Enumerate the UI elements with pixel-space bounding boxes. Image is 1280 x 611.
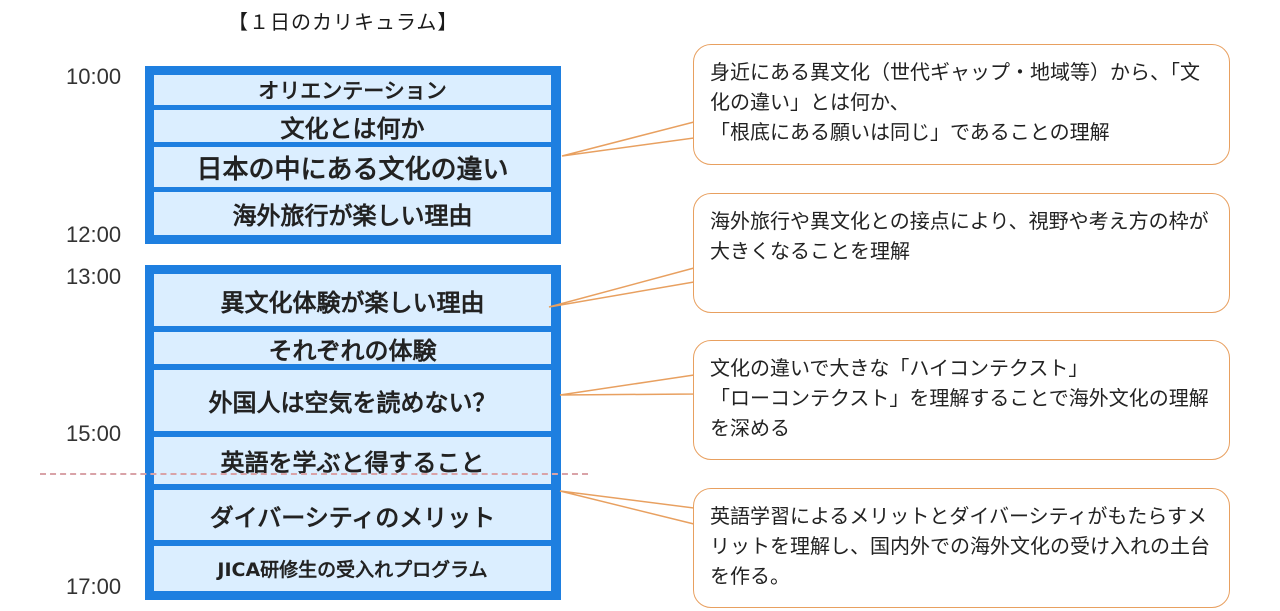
afternoon-session-block: 異文化体験が楽しい理由 それぞれの体験 外国人は空気を読めない？ 英語を学ぶと得…: [145, 265, 561, 600]
callout-cultural-difference: 身近にある異文化（世代ギャップ・地域等）から、「文化の違い」とは何か、 「根底に…: [693, 44, 1230, 165]
callout-broaden-perspective: 海外旅行や異文化との接点により、視野や考え方の枠が大きくなることを理解: [693, 193, 1230, 313]
session-orientation: オリエンテーション: [154, 75, 551, 105]
callout-english-and-diversity: 英語学習によるメリットとダイバーシティがもたらすメリットを理解し、国内外での海外…: [693, 488, 1230, 608]
session-diversity-merits: ダイバーシティのメリット: [154, 490, 551, 540]
callout-pointer-2: [548, 267, 695, 308]
callout-pointer-1: [561, 121, 695, 157]
callout-pointer-4: [559, 490, 695, 525]
morning-session-block: オリエンテーション 文化とは何か 日本の中にある文化の違い 海外旅行が楽しい理由: [145, 66, 561, 244]
time-label-12: 12:00: [66, 222, 122, 247]
session-benefits-of-learning-english: 英語を学ぶと得すること: [154, 437, 551, 484]
session-cultural-differences-in-japan: 日本の中にある文化の違い: [154, 147, 551, 187]
time-divider-line: [40, 473, 588, 475]
session-jica-trainee-program: JICA研修生の受入れプログラム: [154, 546, 551, 591]
session-why-intercultural-experience-is-fun: 異文化体験が楽しい理由: [154, 274, 551, 326]
session-each-experience: それぞれの体験: [154, 332, 551, 364]
time-label-17: 17:00: [66, 574, 122, 599]
callout-high-low-context: 文化の違いで大きな「ハイコンテクスト」 「ローコンテクスト」を理解することで海外…: [693, 340, 1230, 460]
time-label-13: 13:00: [66, 264, 122, 289]
session-why-overseas-travel-is-fun: 海外旅行が楽しい理由: [154, 192, 551, 235]
callout-pointer-3: [559, 374, 695, 396]
time-label-10: 10:00: [66, 64, 122, 89]
session-foreigners-cant-read-the-air: 外国人は空気を読めない？: [154, 370, 551, 431]
time-label-15: 15:00: [66, 421, 122, 446]
session-what-is-culture: 文化とは何か: [154, 110, 551, 142]
diagram-title: 【１日のカリキュラム】: [228, 10, 459, 34]
